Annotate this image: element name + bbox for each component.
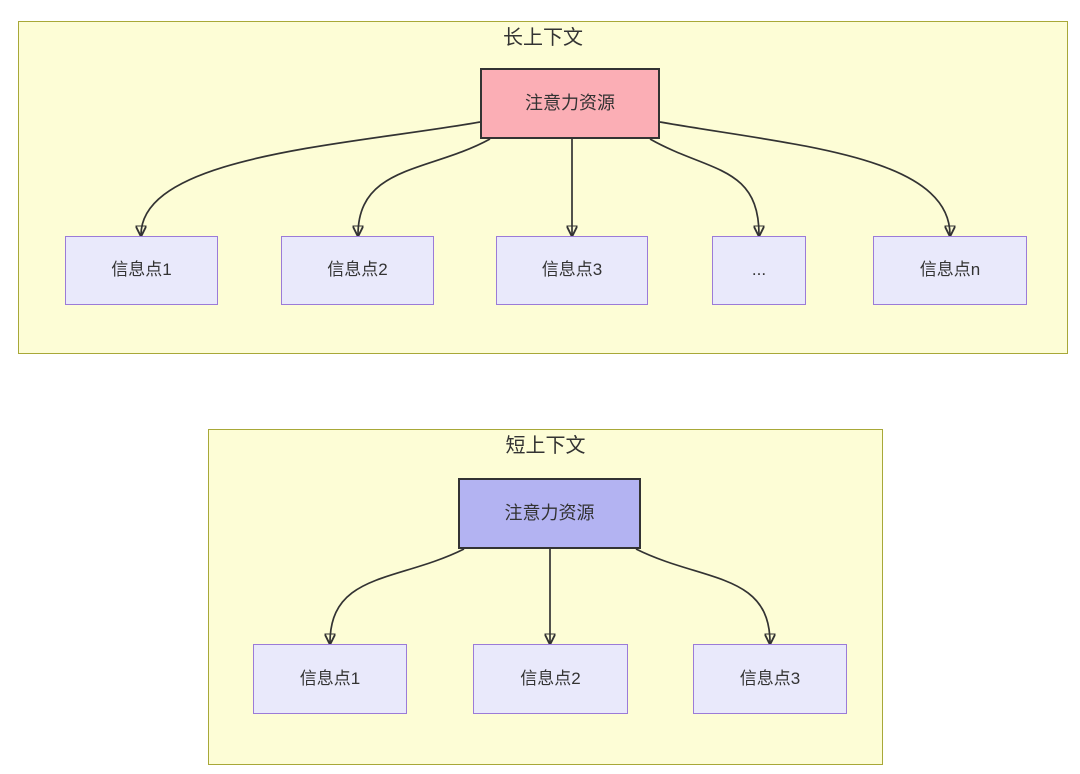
long-info-node-3: 信息点3 (496, 236, 648, 305)
short-info-node-1: 信息点1 (253, 644, 407, 714)
long-info-node-1: 信息点1 (65, 236, 218, 305)
short-attention-node: 注意力资源 (458, 478, 641, 549)
long-info-node-2: 信息点2 (281, 236, 434, 305)
long-info-node-ellipsis: ... (712, 236, 806, 305)
long-context-title: 长上下文 (503, 27, 583, 49)
short-info-node-2: 信息点2 (473, 644, 628, 714)
short-context-title: 短上下文 (505, 435, 586, 457)
short-info-node-3: 信息点3 (693, 644, 847, 714)
long-attention-node: 注意力资源 (480, 68, 660, 139)
long-info-node-n: 信息点n (873, 236, 1027, 305)
